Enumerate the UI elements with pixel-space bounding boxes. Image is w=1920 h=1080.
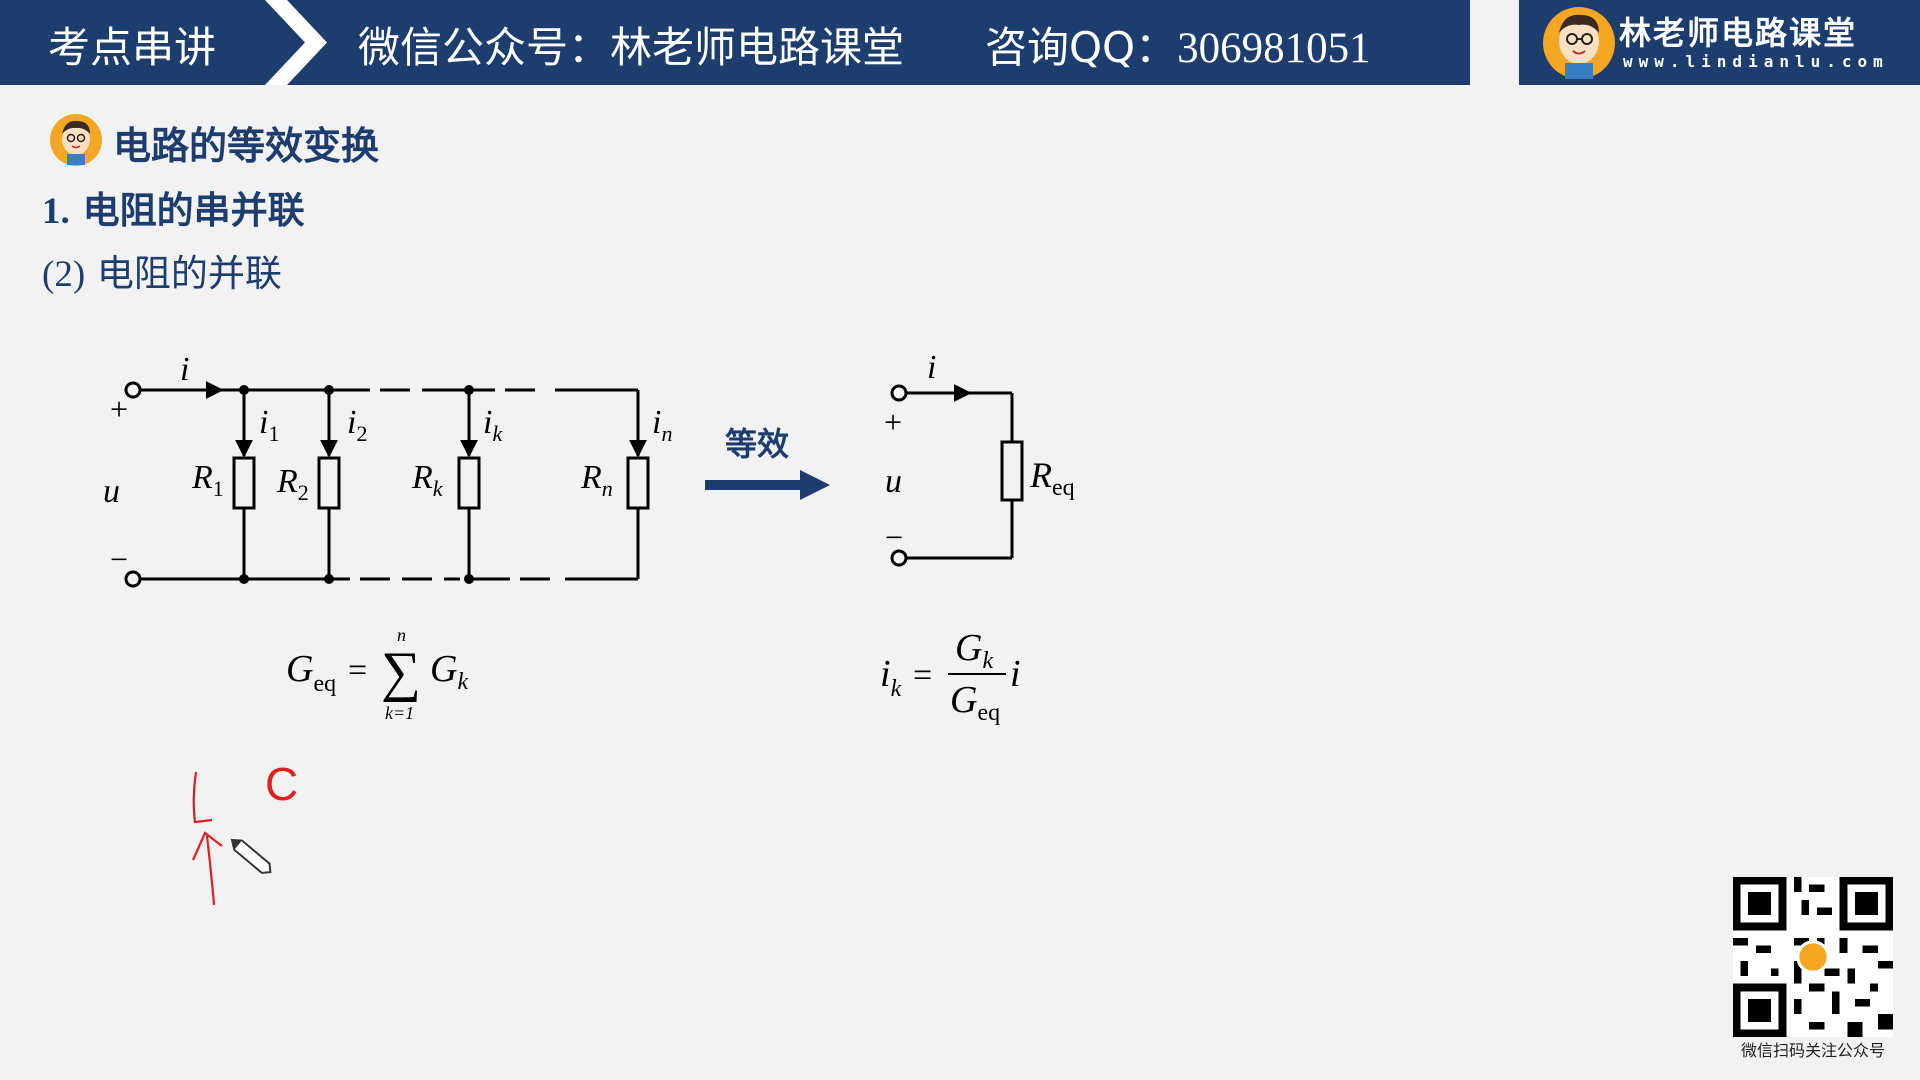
header-wechat-label: 微信公众号：林老师电路课堂: [358, 23, 905, 72]
resistor-label: R1: [191, 459, 224, 501]
handwritten-annotation: [191, 771, 223, 906]
qq-number: 306981051: [1177, 25, 1371, 72]
junction-dots: [239, 385, 474, 584]
formula-equals: =: [348, 652, 367, 689]
main-current-label: i: [927, 349, 936, 386]
handwritten-mark: C: [265, 758, 298, 810]
qr-code-icon: [1733, 877, 1893, 1037]
top-terminal-icon: [124, 381, 142, 399]
sum-symbol: ∑: [381, 641, 421, 703]
minus-sign: −: [110, 541, 128, 577]
resistor-rk: [457, 456, 481, 510]
equivalent-circuit: [890, 384, 1024, 567]
top-terminal-icon: [890, 384, 908, 402]
parallel-circuit: [124, 381, 650, 588]
plus-sign: +: [884, 404, 902, 440]
resistor-r1: [232, 456, 256, 510]
resistor-rn: [626, 456, 650, 510]
voltage-label: u: [103, 473, 120, 510]
logo-title: 林老师电路课堂: [1619, 14, 1858, 52]
handwritten-stroke: [192, 771, 213, 824]
sum-upper-limit: n: [397, 625, 406, 645]
teacher-avatar-icon: [1543, 7, 1615, 79]
formula-equals: =: [913, 657, 932, 694]
handwritten-arrow-shaft: [205, 835, 216, 906]
section-title: 电路的等效变换: [113, 124, 380, 168]
qr-caption: 微信扫码关注公众号: [1740, 1041, 1885, 1060]
main-current-label: i: [180, 351, 189, 388]
resistor-label: R2: [276, 463, 309, 505]
formula-tail: i: [1010, 653, 1021, 695]
branch-current-label: in: [652, 404, 672, 446]
resistor-label: Rk: [411, 459, 444, 501]
branch-current-label: ik: [483, 404, 503, 446]
equivalence-label: 等效: [725, 425, 789, 463]
current-divider-formula: ik = Gk Geq i: [880, 627, 1021, 726]
minus-sign: −: [885, 519, 903, 555]
resistor-r2: [317, 456, 341, 510]
resistor-req: [1000, 440, 1024, 502]
qq-label: 咨询QQ：: [985, 23, 1178, 72]
equivalence-arrow-icon: [705, 470, 830, 500]
formula-lhs: ik: [880, 653, 902, 702]
branch-current-label: i2: [347, 404, 367, 446]
heading-text: 电阻的并联: [96, 252, 282, 295]
logo-url: www.lindianlu.com: [1623, 52, 1889, 71]
voltage-label: u: [885, 463, 902, 500]
resistor-label: Rn: [580, 459, 613, 501]
brand-logo: 林老师电路课堂 www.lindianlu.com: [1519, 0, 1920, 85]
branch-current-label: i1: [259, 404, 279, 446]
formula-numerator: Gk: [955, 627, 993, 674]
heading-text: 电阻的串并联: [82, 189, 305, 232]
formula-lhs: Geq: [286, 648, 336, 697]
formula-denominator: Geq: [950, 679, 1000, 726]
handwritten-arrow-head: [191, 831, 223, 861]
bottom-terminal-icon: [124, 570, 142, 588]
pen-cursor-icon: [230, 838, 272, 874]
sum-lower-limit: k=1: [385, 703, 414, 723]
chevron-divider-icon: [265, 0, 327, 85]
heading-number: (2): [42, 254, 86, 295]
header-qq-contact: 咨询QQ：306981051: [985, 14, 1371, 75]
resistor-label: Req: [1029, 455, 1075, 501]
formula-rhs: Gk: [430, 648, 468, 695]
plus-sign: +: [110, 391, 128, 427]
heading-series-parallel: 1. 电阻的串并联: [42, 180, 305, 234]
header-bar: 考点串讲 微信公众号：林老师电路课堂 咨询QQ：306981051: [0, 0, 1470, 85]
equivalent-conductance-formula: Geq = n ∑ k=1 Gk: [286, 625, 468, 723]
teacher-avatar-icon: [50, 114, 102, 166]
heading-number: 1.: [42, 191, 70, 232]
header-topic-label: 考点串讲: [48, 23, 217, 72]
heading-parallel-resistors: (2) 电阻的并联: [42, 243, 282, 297]
